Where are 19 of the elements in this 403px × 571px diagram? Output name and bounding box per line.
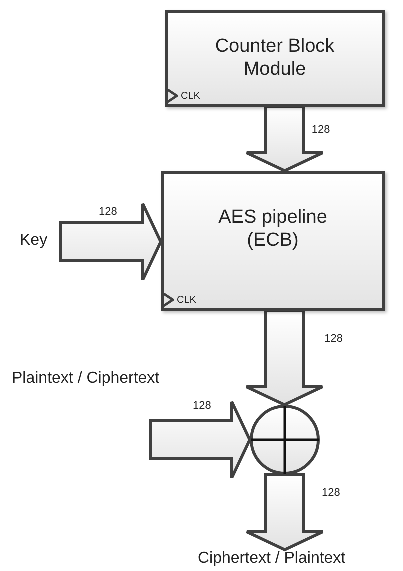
bus-width-label: 128 — [193, 400, 212, 412]
bus-width-label: 128 — [99, 206, 118, 218]
bus-arrow — [60, 202, 163, 282]
clock-label: CLK — [177, 295, 196, 306]
bus-width-label: 128 — [324, 333, 343, 345]
signal-name: Ciphertext / Plaintext — [198, 550, 347, 568]
module-block — [165, 10, 385, 107]
block-title: AES pipeline (ECB) — [218, 206, 328, 252]
signal-name: Key — [20, 232, 49, 250]
bus-width-label: 128 — [322, 487, 340, 499]
bus-arrow — [246, 474, 324, 552]
block-title: Counter Block Module — [214, 35, 336, 81]
signal-name: Plaintext / Ciphertext — [12, 370, 161, 388]
clock-label: CLK — [181, 91, 200, 102]
module-block — [161, 171, 385, 311]
bus-arrow — [245, 310, 324, 407]
bus-arrow — [245, 106, 324, 173]
bus-width-label: 128 — [312, 124, 330, 136]
bus-arrow — [150, 400, 252, 480]
